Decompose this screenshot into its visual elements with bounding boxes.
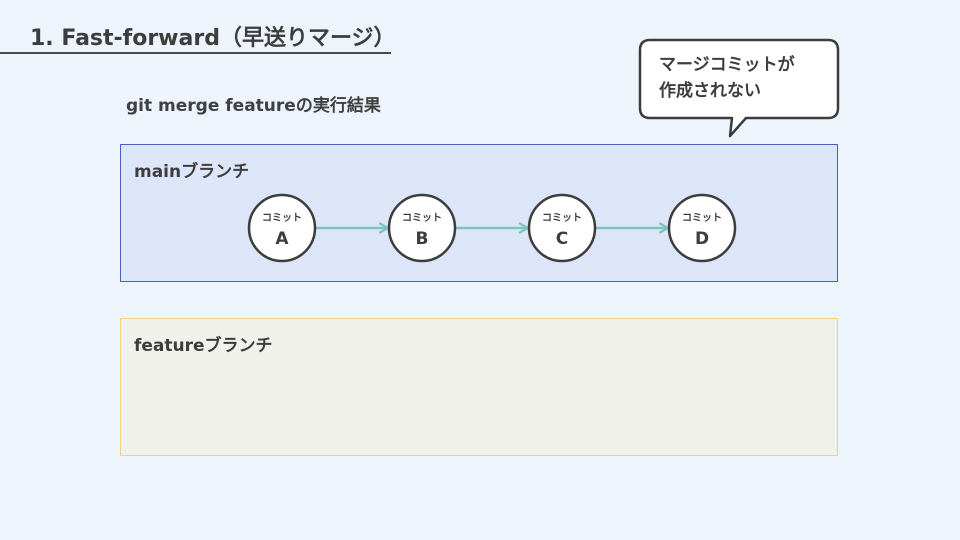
- commit-b-caption: コミット: [402, 212, 442, 224]
- feature-branch-box: featureブランチ: [120, 318, 838, 456]
- commit-b-letter: B: [416, 229, 429, 249]
- commit-node-a: コミット A: [247, 193, 317, 263]
- commit-node-c: コミット C: [527, 193, 597, 263]
- subtitle: git merge featureの実行結果: [126, 96, 381, 116]
- callout-line-1: マージコミットが: [659, 55, 795, 75]
- title-underline: [0, 52, 391, 54]
- callout-text: マージコミットが 作成されない: [659, 52, 829, 104]
- commit-node-d: コミット D: [667, 193, 737, 263]
- speech-bubble: [638, 38, 840, 138]
- commit-d-letter: D: [695, 229, 709, 249]
- commit-node-b: コミット B: [387, 193, 457, 263]
- page-title: 1. Fast-forward（早送りマージ）: [30, 26, 396, 51]
- commit-d-caption: コミット: [682, 212, 722, 224]
- commit-a-caption: コミット: [262, 212, 302, 224]
- feature-branch-label: featureブランチ: [134, 336, 273, 356]
- callout-line-2: 作成されない: [659, 81, 761, 101]
- main-branch-label: mainブランチ: [134, 162, 250, 182]
- commit-a-letter: A: [275, 229, 289, 249]
- commit-c-caption: コミット: [542, 212, 582, 224]
- commit-c-letter: C: [556, 229, 568, 249]
